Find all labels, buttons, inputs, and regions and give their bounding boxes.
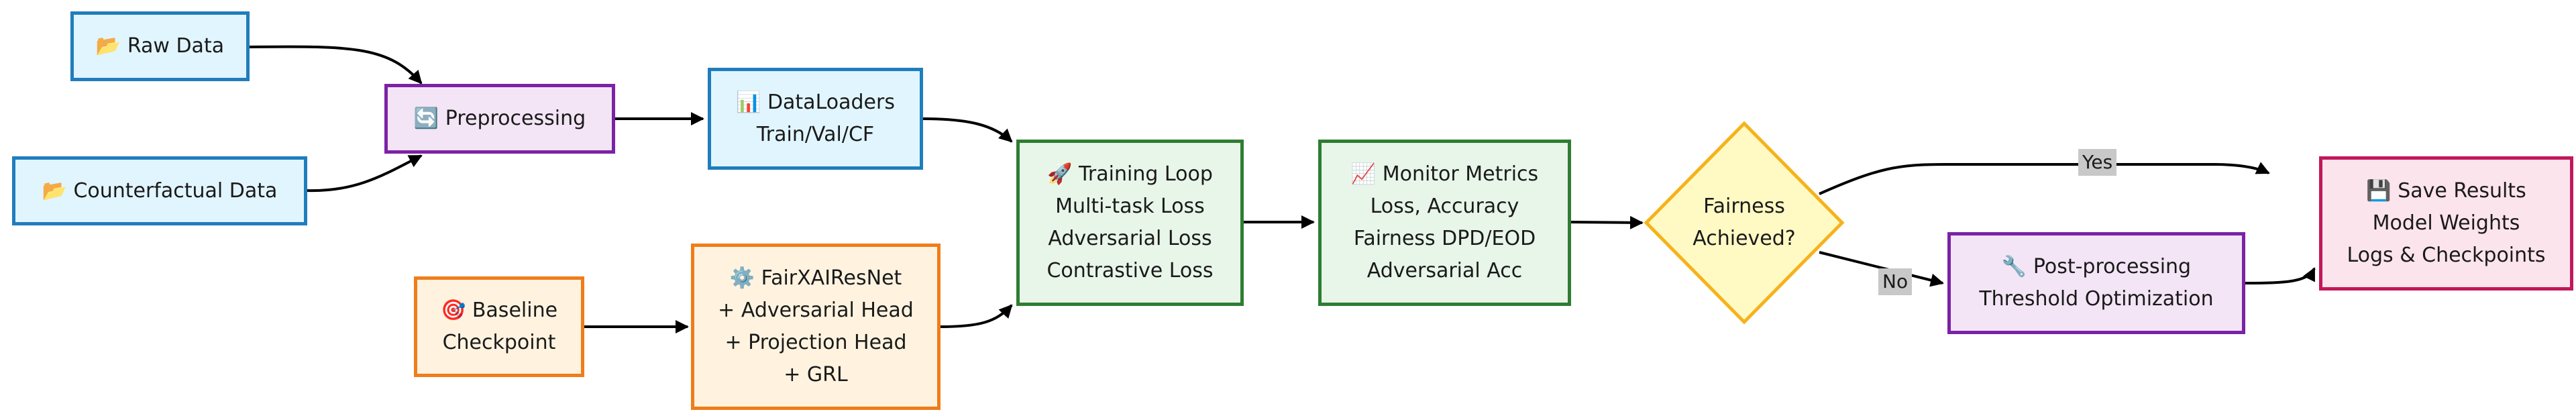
edge-postprocessing-to-save — [2245, 267, 2316, 284]
edge-counterfactual-to-preprocessing — [307, 154, 423, 193]
decision-text: Fairness Achieved? — [1693, 195, 1796, 250]
trending-up-icon: 📈 — [1350, 162, 1377, 186]
node-fairxairesnet[interactable]: ⚙️ FairXAIResNet + Adversarial Head + Pr… — [691, 244, 941, 410]
edge-monitor-to-decision — [1570, 215, 1644, 229]
node-fairness-decision[interactable] — [1644, 121, 1845, 325]
node-raw-data[interactable]: 📂 Raw Data — [70, 11, 250, 81]
node-post-processing[interactable]: 🔧 Post-processing Threshold Optimization — [1947, 232, 2245, 334]
node-save-results[interactable]: 💾 Save Results Model Weights Logs & Chec… — [2319, 156, 2573, 291]
node-preprocessing[interactable]: 🔄 Preprocessing — [384, 84, 615, 154]
node-training-loop[interactable]: 🚀 Training Loop Multi-task Loss Adversar… — [1016, 140, 1244, 306]
wrench-icon: 🔧 — [2001, 255, 2027, 278]
folder-icon: 📂 — [95, 34, 121, 58]
edge-decision-to-postprocessing — [1819, 251, 1944, 287]
edge-label-yes: Yes — [2078, 149, 2117, 176]
edge-label-no: No — [1878, 268, 1913, 295]
refresh-icon: 🔄 — [413, 107, 439, 130]
bar-chart-icon: 📊 — [736, 91, 761, 114]
node-counterfactual-data[interactable]: 📂 Counterfactual Data — [12, 156, 307, 225]
edge-fairxai-to-training — [940, 304, 1013, 328]
edge-dataloaders-to-training — [922, 117, 1013, 143]
edge-decision-to-save — [1819, 162, 2270, 195]
gear-icon: ⚙️ — [729, 266, 755, 290]
floppy-disk-icon: 💾 — [2366, 179, 2392, 203]
rocket-icon: 🚀 — [1047, 162, 1073, 186]
folder-icon: 📂 — [42, 178, 67, 203]
node-baseline-checkpoint[interactable]: 🎯 Baseline Checkpoint — [414, 276, 584, 377]
edge-raw-to-preprocessing — [249, 45, 423, 85]
target-icon: 🎯 — [440, 299, 466, 322]
node-monitor-metrics[interactable]: 📈 Monitor Metrics Loss, Accuracy Fairnes… — [1318, 140, 1571, 306]
node-dataloaders[interactable]: 📊 DataLoaders Train/Val/CF — [708, 68, 923, 170]
